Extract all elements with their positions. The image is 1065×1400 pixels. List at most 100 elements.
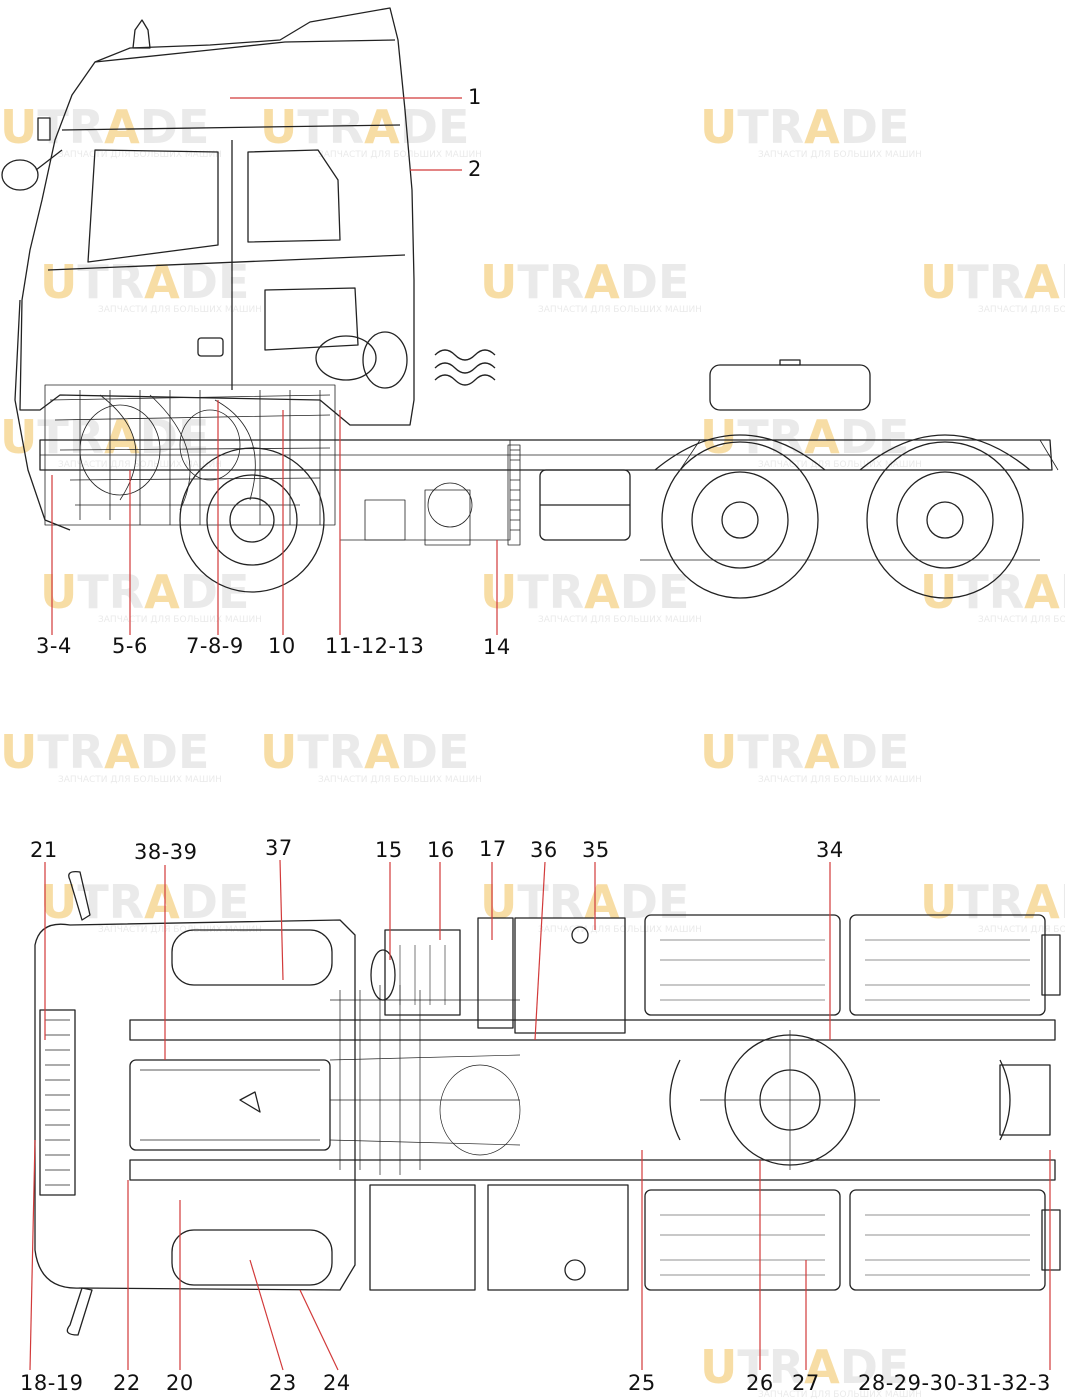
watermark-tagline: ЗАПЧАСТИ ДЛЯ БОЛЬШИХ МАШИН (98, 305, 262, 315)
watermark-brand: UTRADE (920, 255, 1065, 309)
callout-label-16: 16 (427, 838, 455, 862)
front-wheel-hub (229, 497, 275, 543)
door-handle (197, 337, 224, 357)
rear-wheels-left-2 (849, 914, 1046, 1016)
side-mirror (1, 159, 39, 191)
cab-outline (19, 7, 415, 426)
mirror-bracket (37, 117, 51, 141)
tool-box (477, 917, 514, 1029)
watermark-brand: UTRADE (260, 725, 469, 779)
callout-label-24: 24 (323, 1371, 351, 1395)
tread-2 (865, 939, 1030, 1001)
callout-label-14: 14 (483, 635, 511, 659)
watermark-brand: UTRADE (700, 725, 909, 779)
watermark-brand: UTRADE (40, 875, 249, 929)
top-wiring (329, 985, 521, 1175)
rear-wheels-right-2 (849, 1189, 1046, 1291)
rear-wheels-right-1 (644, 1189, 841, 1291)
callout-label-36: 36 (530, 838, 558, 862)
tread-3 (660, 1214, 825, 1276)
rear-wheel-2-tire (866, 441, 1024, 599)
frame-rear (679, 439, 1059, 471)
rear-wheel-1-rim (691, 471, 789, 569)
callout-label-25: 25 (628, 1371, 656, 1395)
engine-area (44, 384, 336, 526)
radiator-fins (45, 1019, 70, 1186)
watermark-tagline: ЗАПЧАСТИ ДЛЯ БОЛЬШИХ МАШИН (978, 925, 1065, 935)
watermark-brand: UTRADE (0, 725, 209, 779)
watermark-tagline: ЗАПЧАСТИ ДЛЯ БОЛЬШИХ МАШИН (98, 615, 262, 625)
battery-box-lower (369, 1184, 476, 1291)
frame-rail-top (129, 1019, 1056, 1041)
top-mirror-left (68, 871, 91, 921)
watermark-brand: UTRADE (480, 565, 689, 619)
front-wheel-rim (206, 474, 298, 566)
watermark-brand: UTRADE (0, 100, 209, 154)
callout-line-24 (299, 1289, 339, 1371)
callout-label-27: 27 (792, 1371, 820, 1395)
callout-label-2: 2 (468, 157, 482, 181)
rear-wheel-1-hub (721, 501, 759, 539)
transmission-area (339, 439, 521, 546)
callout-label-18-19: 18-19 (20, 1371, 84, 1395)
callout-label-21: 21 (30, 838, 58, 862)
watermark-tagline: ЗАПЧАСТИ ДЛЯ БОЛЬШИХ МАШИН (758, 150, 922, 160)
watermark-brand: UTRADE (920, 565, 1065, 619)
callout-line-37 (279, 859, 284, 981)
tread-1 (660, 939, 825, 1001)
watermark-tagline: ЗАПЧАСТИ ДЛЯ БОЛЬШИХ МАШИН (98, 925, 262, 935)
rear-lamp-left (1041, 934, 1061, 996)
fuel-tank-top (487, 1184, 629, 1291)
rear-wheel-2-rim (896, 471, 994, 569)
callout-label-37: 37 (265, 836, 293, 860)
watermark-brand: UTRADE (40, 565, 249, 619)
front-wheel-tire (179, 447, 325, 593)
callout-label-11-12-13: 11-12-13 (325, 634, 425, 658)
rear-window (247, 149, 341, 243)
spiral-air-hose-3 (434, 374, 496, 386)
tank-cap-top (571, 926, 589, 944)
watermark-brand: UTRADE (700, 100, 909, 154)
watermark-brand: UTRADE (920, 875, 1065, 929)
engine-logo (239, 1091, 261, 1113)
battery-box (384, 929, 461, 1016)
callout-label-5-6: 5-6 (112, 634, 148, 658)
callout-label-20: 20 (166, 1371, 194, 1395)
top-front-wheel-right (171, 1229, 333, 1286)
front-window (87, 149, 219, 263)
callout-line-18-19 (29, 1139, 36, 1371)
spiral-air-hose (434, 349, 496, 361)
fifth-wheel-cross (700, 1030, 880, 1170)
rear-fender-2 (859, 434, 1031, 471)
rear-fender-1 (654, 434, 826, 471)
rear-wheels-left-1 (644, 914, 841, 1016)
callout-line-36 (534, 861, 546, 1041)
watermark-tagline: ЗАПЧАСТИ ДЛЯ БОЛЬШИХ МАШИН (318, 775, 482, 785)
roof-beacon (132, 19, 151, 49)
rear-lower-window (264, 287, 359, 351)
top-front-wheel-left (171, 929, 333, 986)
engine-block (129, 1059, 331, 1151)
watermark-tagline: ЗАПЧАСТИ ДЛЯ БОЛЬШИХ МАШИН (978, 305, 1065, 315)
watermark-tagline: ЗАПЧАСТИ ДЛЯ БОЛЬШИХ МАШИН (58, 150, 222, 160)
top-view (34, 871, 1061, 1336)
cab-top-outline (34, 919, 356, 1291)
callout-label-34: 34 (816, 838, 844, 862)
cab-beltline (61, 124, 401, 131)
box-cap (779, 359, 801, 366)
rear-crossmember (999, 1064, 1051, 1136)
watermark-tagline: ЗАПЧАСТИ ДЛЯ БОЛЬШИХ МАШИН (538, 305, 702, 315)
